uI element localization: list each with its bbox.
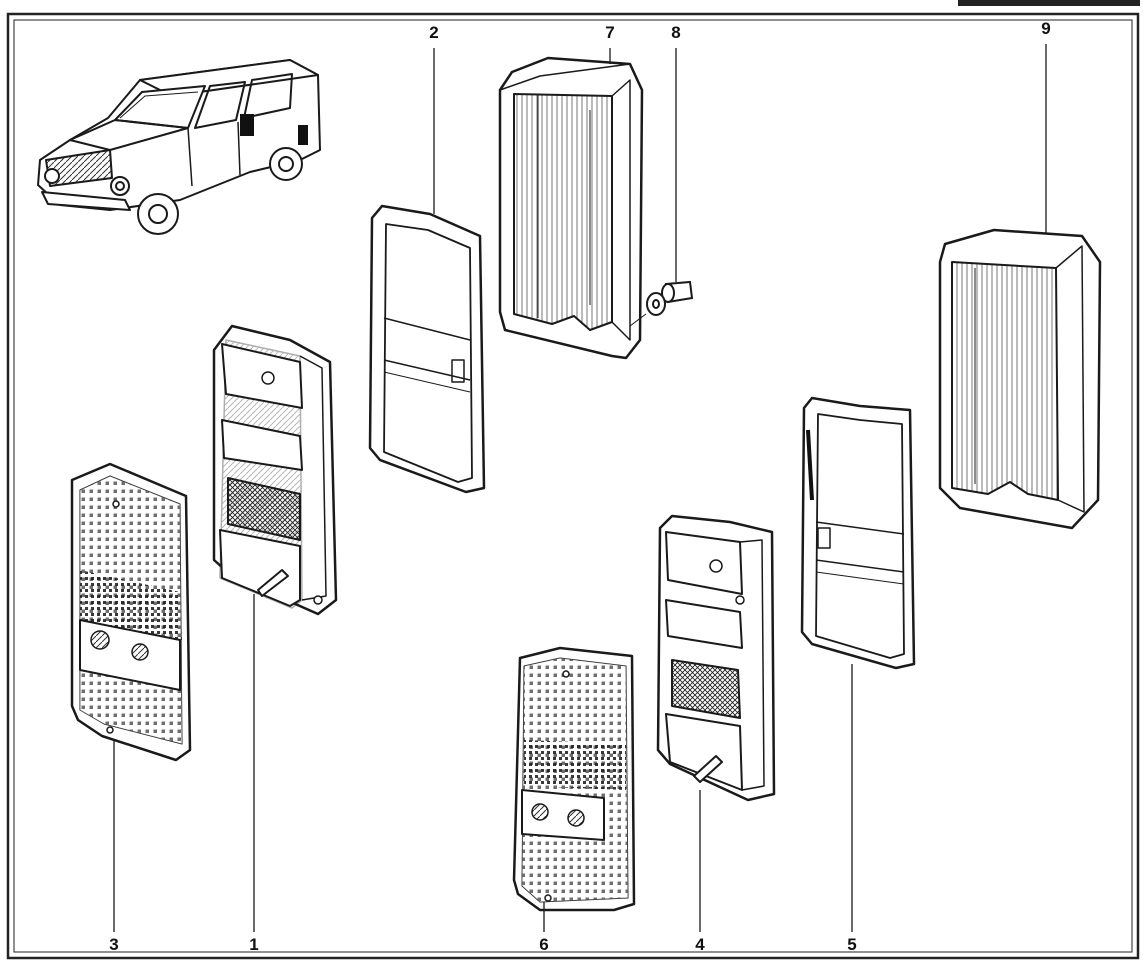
- leader-lines: [113, 44, 1047, 932]
- part-6-lens: [512, 646, 636, 912]
- callout-2: 2: [429, 23, 439, 42]
- callout-4: 4: [695, 935, 705, 954]
- part-4-lamp-body: [656, 514, 776, 802]
- part-9-lamp-housing: [938, 228, 1102, 530]
- callout-7: 7: [605, 23, 615, 42]
- part-2-gasket: [368, 204, 486, 494]
- callout-6: 6: [539, 935, 549, 954]
- part-7-lamp-housing: [498, 56, 644, 360]
- callout-8: 8: [671, 23, 681, 42]
- callout-9: 9: [1041, 19, 1051, 38]
- vehicle-illustration: [37, 59, 321, 235]
- callout-1: 1: [249, 935, 259, 954]
- part-3-lens: [70, 462, 192, 762]
- callout-3: 3: [109, 935, 119, 954]
- page-frame: [6, 0, 1140, 960]
- part-1-lamp-body: [212, 324, 338, 616]
- part-5-gasket: [800, 396, 916, 670]
- part-8-screw: [629, 280, 694, 327]
- callout-5: 5: [847, 935, 857, 954]
